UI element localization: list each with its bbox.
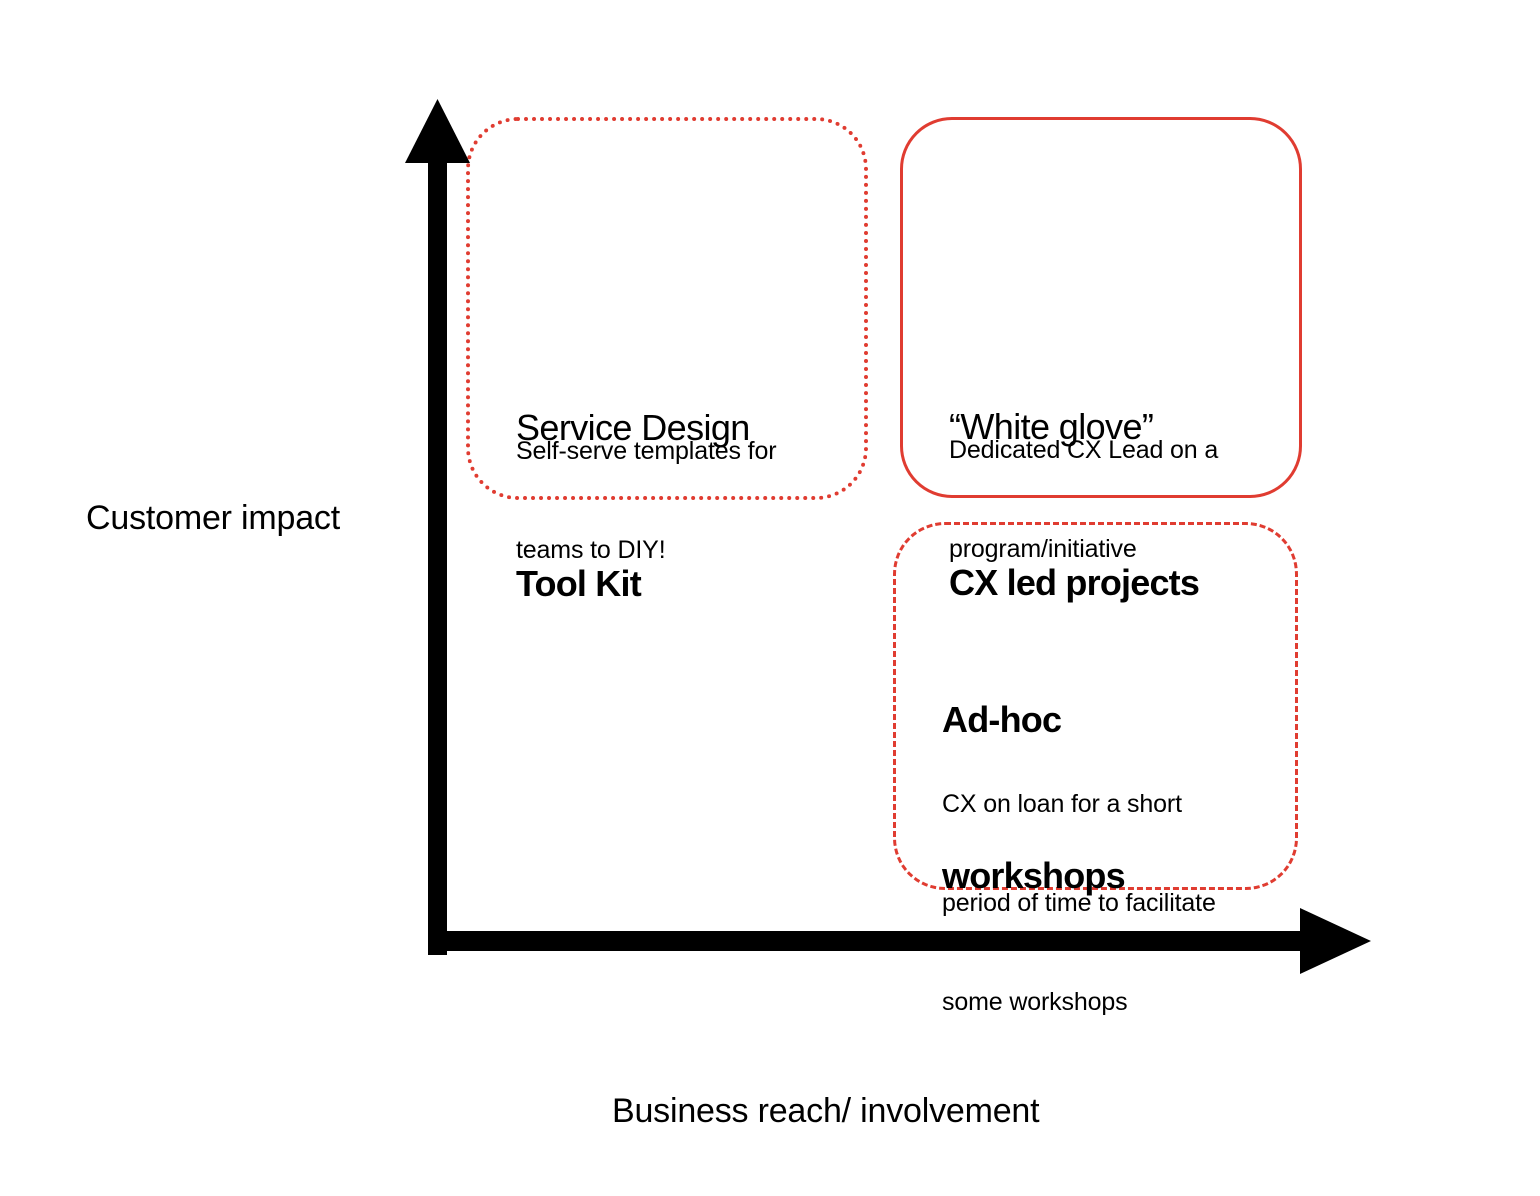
- card-title-bold-line-1: Ad-hoc: [942, 699, 1062, 740]
- quadrant-card-ad-hoc-workshops[interactable]: Ad-hoc workshops CX on loan for a short …: [893, 522, 1298, 1016]
- card-title-bold-line: Tool Kit: [516, 563, 642, 604]
- x-axis-arrowhead: [1300, 908, 1371, 974]
- card-body-service-design-tool-kit: Self-serve templates for teams to DIY!: [516, 369, 777, 633]
- x-axis-label-line-1: Business reach/ involvement: [612, 1092, 1040, 1130]
- card-title-service-design-tool-kit: Service Design Tool Kit: [516, 298, 750, 714]
- y-axis-arrowhead: [405, 99, 470, 163]
- card-body-line-1: CX on loan for a short: [942, 790, 1182, 818]
- card-title-regular-line: Service Design: [516, 407, 750, 448]
- card-body-line-2: program/initiative: [949, 535, 1137, 563]
- card-body-white-glove-cx-led-projects: Dedicated CX Lead on a program/initiativ…: [949, 368, 1218, 632]
- card-body-line-2: period of time to facilitate: [942, 889, 1216, 917]
- card-body-ad-hoc-workshops: CX on loan for a short period of time to…: [942, 722, 1216, 1085]
- quadrant-card-service-design-tool-kit[interactable]: Service Design Tool Kit Self-serve templ…: [466, 117, 868, 604]
- card-body-line-1: Self-serve templates for: [516, 437, 777, 465]
- card-title-white-glove-cx-led-projects: “White glove” CX led projects: [949, 297, 1200, 713]
- card-title-ad-hoc-workshops: Ad-hoc workshops: [942, 590, 1126, 1006]
- card-title-bold-line: CX led projects: [949, 562, 1200, 603]
- card-body-line-2: teams to DIY!: [516, 536, 666, 564]
- quadrant-card-white-glove-cx-led-projects[interactable]: “White glove” CX led projects Dedicated …: [900, 117, 1302, 603]
- card-title-regular-line: “White glove”: [949, 406, 1154, 447]
- card-body-line-1: Dedicated CX Lead on a: [949, 436, 1219, 464]
- y-axis-line: [428, 140, 447, 955]
- y-axis-label: Customer impact: [86, 499, 340, 537]
- card-body-line-3: some workshops: [942, 988, 1128, 1016]
- x-axis-label: Business reach/ involvement i.e. how man…: [612, 1001, 1119, 1196]
- card-title-bold-line-2: workshops: [942, 855, 1126, 896]
